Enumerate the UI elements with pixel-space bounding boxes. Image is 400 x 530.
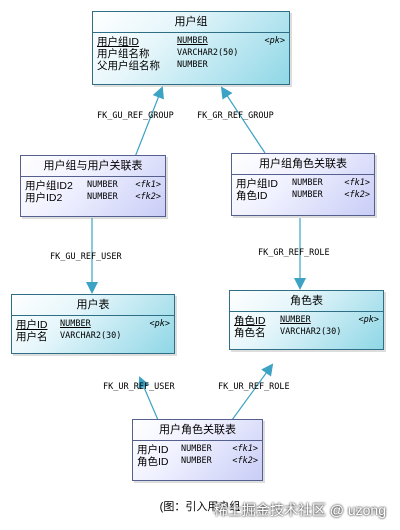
relationship-label-fk-gr-ref-role: FK_GR_REF_ROLE <box>258 248 330 258</box>
attribute-name: 用户组ID <box>236 177 278 190</box>
attribute-type: VARCHAR2(30) <box>280 327 342 337</box>
key-marker: <pk> <box>149 319 170 329</box>
attribute-type: NUMBER <box>292 178 323 188</box>
key-marker: <fk2> <box>135 192 161 202</box>
attribute-row: 用户ID NUMBER <fk1> <box>137 443 258 456</box>
entity-title: 用户表 <box>12 295 174 316</box>
entity-title: 用户组 <box>93 12 289 33</box>
attribute-row: 用户组ID NUMBER <fk1> <box>236 177 370 190</box>
attribute-row: 父用户组名称 NUMBER <box>97 59 285 72</box>
connector-fk-ur-ref-role <box>231 363 274 421</box>
attribute-row: 用户ID NUMBER <pk> <box>16 318 170 331</box>
attribute-name: 角色ID <box>236 189 268 202</box>
connector-fk-gr-ref-group <box>220 86 266 154</box>
key-marker: <pk> <box>264 36 285 46</box>
key-marker: <fk1> <box>135 180 161 190</box>
entity-user-group-user[interactable]: 用户组与用户关联表 用户组ID2 NUMBER <fk1> 用户ID2 NUMB… <box>20 155 166 217</box>
attribute-name: 用户ID2 <box>25 191 63 204</box>
attribute-row: 角色名 VARCHAR2(30) <box>234 326 379 339</box>
attribute-row: 角色ID NUMBER <pk> <box>234 314 379 327</box>
attribute-type: NUMBER <box>60 319 91 329</box>
attribute-type: NUMBER <box>177 36 208 46</box>
attribute-name: 父用户组名称 <box>97 59 160 72</box>
key-marker: <fk2> <box>344 190 370 200</box>
connector-fk-ur-ref-user <box>138 376 159 421</box>
attribute-row: 用户组名称 VARCHAR2(50) <box>97 47 285 60</box>
figure-caption: (图：引入用户组 <box>159 501 241 513</box>
key-marker: <pk> <box>358 315 379 325</box>
attribute-type: NUMBER <box>292 190 323 200</box>
attribute-row: 用户组ID2 NUMBER <fk1> <box>25 179 161 192</box>
attribute-row: 用户名 VARCHAR2(30) <box>16 330 170 343</box>
entity-title: 角色表 <box>230 291 383 312</box>
attribute-type: NUMBER <box>280 315 311 325</box>
entity-user[interactable]: 用户表 用户ID NUMBER <pk> 用户名 VARCHAR2(30) <box>11 294 175 354</box>
relationship-label-fk-ur-ref-role: FK_UR_REF_ROLE <box>218 382 290 392</box>
key-marker: <fk2> <box>232 456 258 466</box>
entity-title: 用户组与用户关联表 <box>21 156 165 177</box>
attribute-type: NUMBER <box>87 180 118 190</box>
relationship-label-fk-gu-ref-group: FK_GU_REF_GROUP <box>97 111 174 121</box>
entity-title: 用户组角色关联表 <box>232 154 374 175</box>
attribute-name: 角色ID <box>234 314 266 327</box>
relationship-label-fk-gr-ref-group: FK_GR_REF_GROUP <box>197 111 274 121</box>
attribute-type: NUMBER <box>87 192 118 202</box>
entity-title: 用户角色关联表 <box>133 420 262 441</box>
attribute-type: NUMBER <box>181 456 212 466</box>
relationship-label-fk-ur-ref-user: FK_UR_REF_USER <box>103 382 175 392</box>
entity-user-group[interactable]: 用户组 用户组ID NUMBER <pk> 用户组名称 VARCHAR2(50)… <box>92 11 290 85</box>
entity-user-role[interactable]: 用户角色关联表 用户ID NUMBER <fk1> 角色ID NUMBER <f… <box>132 419 263 481</box>
attribute-type: VARCHAR2(30) <box>60 331 122 341</box>
entity-user-group-role[interactable]: 用户组角色关联表 用户组ID NUMBER <fk1> 角色ID NUMBER … <box>231 153 375 216</box>
attribute-name: 用户ID <box>137 443 169 456</box>
attribute-row: 用户ID2 NUMBER <fk2> <box>25 191 161 204</box>
entity-role[interactable]: 角色表 角色ID NUMBER <pk> 角色名 VARCHAR2(30) <box>229 290 384 350</box>
attribute-name: 用户组ID <box>97 35 139 48</box>
attribute-type: VARCHAR2(50) <box>177 48 239 58</box>
attribute-row: 用户组ID NUMBER <pk> <box>97 35 285 48</box>
attribute-name: 角色ID <box>137 455 169 468</box>
attribute-name: 用户组ID2 <box>25 179 73 192</box>
attribute-type: NUMBER <box>177 60 208 70</box>
connector-fk-gu-ref-group <box>134 86 164 158</box>
watermark: 稀土掘金技术社区 @ uzong <box>213 502 386 518</box>
attribute-row: 角色ID NUMBER <fk2> <box>236 189 370 202</box>
relationship-label-fk-gu-ref-user: FK_GU_REF_USER <box>50 252 122 262</box>
attribute-type: NUMBER <box>181 444 212 454</box>
attribute-row: 角色ID NUMBER <fk2> <box>137 455 258 468</box>
attribute-name: 角色名 <box>234 326 266 339</box>
attribute-name: 用户名 <box>16 330 48 343</box>
attribute-name: 用户组名称 <box>97 47 150 60</box>
key-marker: <fk1> <box>232 444 258 454</box>
key-marker: <fk1> <box>344 178 370 188</box>
attribute-name: 用户ID <box>16 318 48 331</box>
